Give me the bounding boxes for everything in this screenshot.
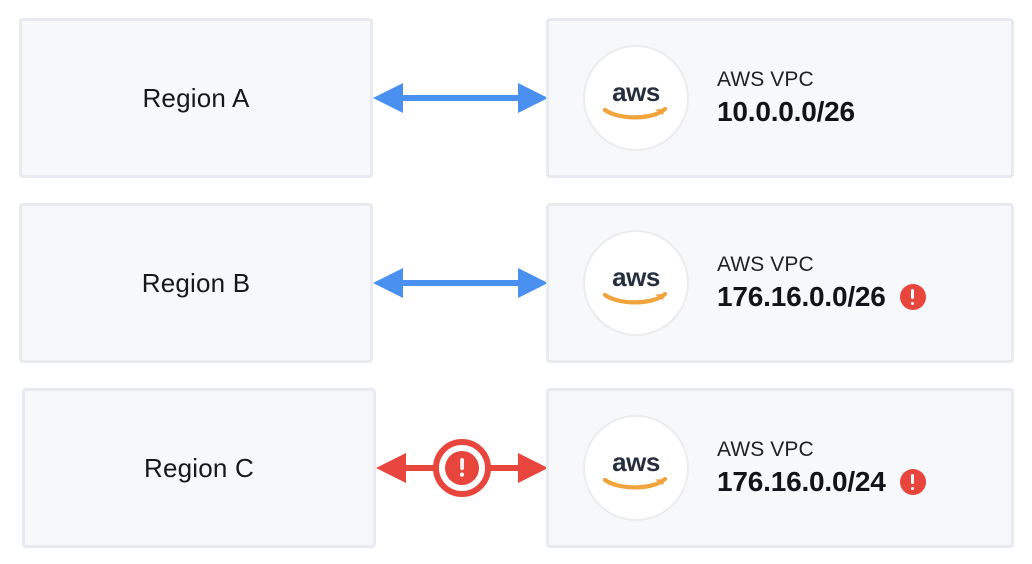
svg-text:aws: aws: [612, 447, 660, 477]
vpc-box-b[interactable]: aws AWS VPC 176.16.0.0/26: [546, 203, 1014, 363]
region-label: Region B: [141, 267, 251, 298]
vpc-box-a[interactable]: aws AWS VPC 10.0.0.0/26: [546, 18, 1014, 178]
region-label: Region A: [142, 82, 250, 113]
aws-logo-icon: aws: [583, 415, 689, 521]
connector-red-error-arrow-c: [376, 438, 548, 498]
vpc-text-block-a: AWS VPC 10.0.0.0/26: [717, 67, 855, 129]
vpc-cidr-line: 176.16.0.0/24: [717, 465, 926, 499]
vpc-cidr-value: 176.16.0.0/24: [717, 466, 886, 498]
vpc-cidr-line: 10.0.0.0/26: [717, 95, 855, 129]
diagram-row-region-a: Region A aws AWS VPC: [0, 18, 1032, 178]
svg-text:aws: aws: [612, 262, 660, 292]
vpc-cidr-value: 176.16.0.0/26: [717, 281, 886, 313]
alert-icon: [899, 469, 926, 496]
aws-logo-icon: aws: [583, 230, 689, 336]
diagram-row-region-c: Region C aws: [0, 388, 1032, 548]
vpc-cidr-line: 176.16.0.0/26: [717, 280, 926, 314]
region-box-a[interactable]: Region A: [19, 18, 373, 178]
vpc-box-c[interactable]: aws AWS VPC 176.16.0.0/24: [546, 388, 1014, 548]
vpc-title: AWS VPC: [717, 438, 814, 462]
aws-logo-icon: aws: [583, 45, 689, 151]
vpc-text-block-b: AWS VPC 176.16.0.0/26: [717, 252, 926, 314]
vpc-title: AWS VPC: [717, 253, 814, 277]
connector-blue-double-arrow-b: [373, 253, 548, 313]
region-box-b[interactable]: Region B: [19, 203, 373, 363]
vpc-cidr-value: 10.0.0.0/26: [717, 96, 855, 128]
vpc-text-block-c: AWS VPC 176.16.0.0/24: [717, 437, 926, 499]
vpc-title: AWS VPC: [717, 68, 814, 92]
svg-text:aws: aws: [612, 77, 660, 107]
alert-icon: [899, 284, 926, 311]
diagram-row-region-b: Region B aws AWS VPC: [0, 203, 1032, 363]
region-label: Region C: [144, 452, 254, 483]
region-box-c[interactable]: Region C: [22, 388, 376, 548]
connector-blue-double-arrow-a: [373, 68, 548, 128]
